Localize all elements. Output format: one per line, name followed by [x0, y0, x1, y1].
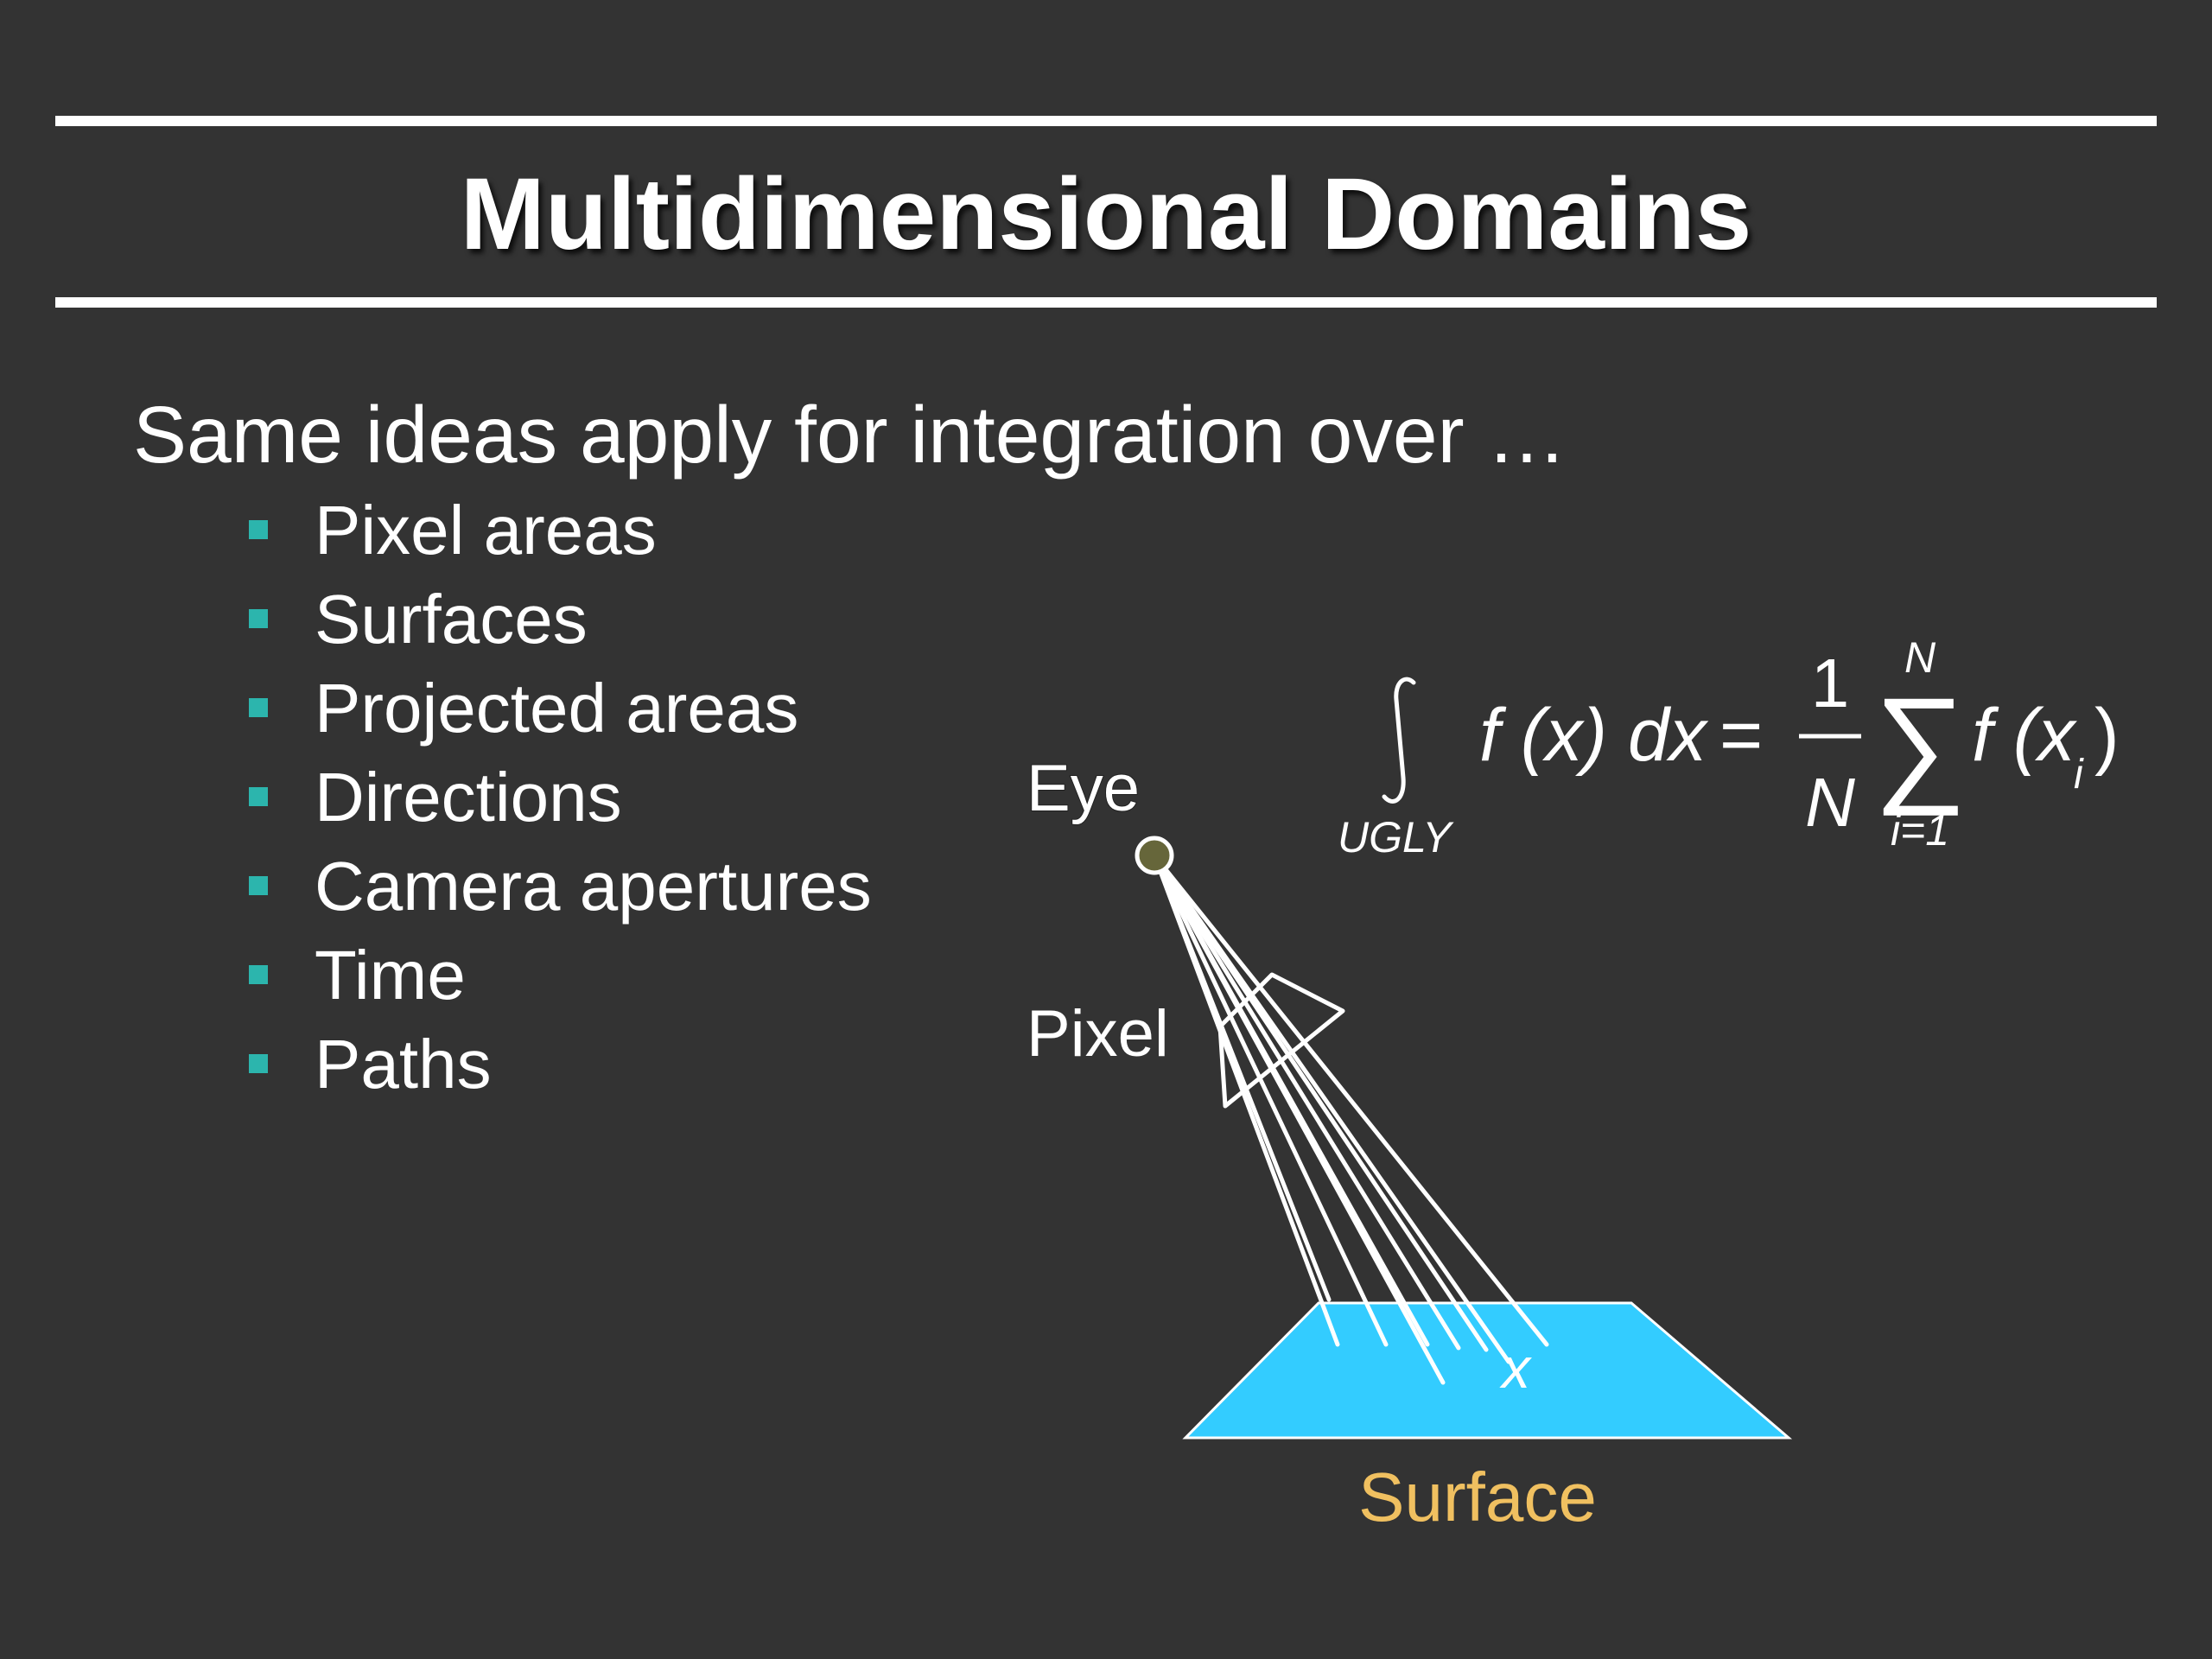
bullet-item: Surfaces [249, 575, 872, 664]
bullet-item: Projected areas [249, 664, 872, 753]
summand: f (x [1972, 694, 2077, 777]
bullet-item: Directions [249, 753, 872, 842]
ray [1152, 853, 1332, 1302]
fraction-denominator: N [1805, 764, 1855, 841]
eye-point [1135, 836, 1174, 875]
bullet-item: Time [249, 931, 872, 1020]
ray [1152, 853, 1389, 1347]
pixel-label: Pixel [1027, 997, 1169, 1071]
sum-sign-icon: ∑ [1874, 671, 1967, 816]
surface-label: Surface [1358, 1459, 1597, 1535]
fraction-numerator: 1 [1811, 645, 1850, 721]
eye-label: Eye [1027, 752, 1140, 825]
square-bullet-icon [249, 787, 268, 806]
square-bullet-icon [249, 876, 268, 895]
equals-sign: = [1719, 694, 1763, 777]
ray [1152, 853, 1430, 1347]
slide-title: Multidimensional Domains [460, 157, 1752, 271]
square-bullet-icon [249, 1054, 268, 1073]
ray [1152, 853, 1461, 1351]
bullet-text: Projected areas [315, 670, 799, 747]
bullet-item: Paths [249, 1020, 872, 1109]
bullet-list: Pixel areas Surfaces Projected areas Dir… [249, 486, 872, 1109]
intro-text: Same ideas apply for integration over … [133, 390, 1567, 480]
bullet-text: Directions [315, 759, 622, 836]
ray [1152, 853, 1549, 1347]
bullet-item: Pixel areas [249, 486, 872, 575]
summand-subscript: i [2074, 752, 2084, 798]
bullet-text: Pixel areas [315, 492, 657, 569]
integral-sign-icon [1382, 677, 1416, 804]
square-bullet-icon [249, 520, 268, 539]
square-bullet-icon [249, 609, 268, 628]
surface-shape [1182, 1301, 1793, 1440]
summand-close-paren: ) [2094, 694, 2120, 777]
sum-lower-limit: i=1 [1891, 806, 1949, 855]
title-bottom-rule [55, 297, 2157, 308]
bullet-text: Paths [315, 1026, 492, 1103]
square-bullet-icon [249, 698, 268, 717]
square-bullet-icon [249, 965, 268, 984]
sum-upper-limit: N [1904, 633, 1936, 682]
monte-carlo-formula: UGLY f (x) dx = 1 N N ∑ i=1 f (x i ) [1338, 633, 2120, 861]
bullet-text: Time [315, 937, 466, 1014]
ray [1152, 853, 1511, 1364]
bullet-text: Camera apertures [315, 848, 872, 925]
bullet-text: Surfaces [315, 581, 588, 658]
point-x-label: x [1499, 1336, 1532, 1400]
integrand: f (x) dx [1479, 694, 1709, 777]
sample-rays [1152, 853, 1549, 1385]
title-top-rule [55, 116, 2157, 126]
bullet-item: Camera apertures [249, 842, 872, 931]
integral-domain: UGLY [1338, 813, 1454, 861]
